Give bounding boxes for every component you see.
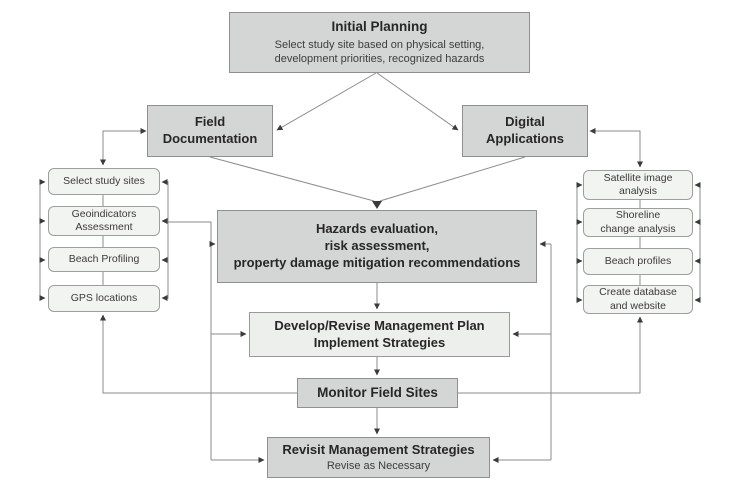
task-select-study-sites: Select study sites xyxy=(48,168,160,195)
initial-planning-subtitle: Select study site based on physical sett… xyxy=(274,38,485,66)
task-create-database-website: Create database and website xyxy=(583,285,693,314)
feedback-monitor-to-digital-tasks xyxy=(458,316,643,394)
task-shoreline-change-analysis: Shoreline change analysis xyxy=(583,208,693,237)
node-hazards-evaluation: Hazards evaluation, risk assessment, pro… xyxy=(217,210,537,283)
arrow-planning-to-field xyxy=(276,72,377,131)
develop-plan-title: Develop/Revise Management Plan Implement… xyxy=(274,317,485,350)
revisit-strategies-subtitle: Revise as Necessary xyxy=(326,459,431,472)
revisit-strategies-title: Revisit Management Strategies xyxy=(282,441,475,457)
left-distribution-rail xyxy=(168,221,212,460)
task-beach-profiling: Beach Profiling xyxy=(48,247,160,272)
digital-applications-title: Digital Applications xyxy=(485,114,564,146)
arrowhead-into-hazards-top xyxy=(372,201,382,209)
node-digital-applications: Digital Applications xyxy=(462,105,588,157)
node-field-documentation: Field Documentation xyxy=(147,105,273,157)
arrow-planning-to-digital xyxy=(376,72,459,131)
node-initial-planning: Initial Planning Select study site based… xyxy=(229,12,530,73)
connectors xyxy=(39,72,701,463)
arrow-field-select-link xyxy=(100,128,147,166)
node-develop-plan: Develop/Revise Management Plan Implement… xyxy=(249,312,510,357)
node-monitor-field-sites: Monitor Field Sites xyxy=(297,378,458,408)
node-revisit-strategies: Revisit Management Strategies Revise as … xyxy=(267,437,490,478)
task-beach-profiles: Beach profiles xyxy=(583,248,693,275)
line-field-to-hazards xyxy=(209,156,375,202)
arrow-digital-satellite-link xyxy=(589,128,643,168)
initial-planning-title: Initial Planning xyxy=(331,19,428,35)
feedback-monitor-to-field-tasks xyxy=(100,314,297,394)
hazards-evaluation-title: Hazards evaluation, risk assessment, pro… xyxy=(233,221,521,270)
monitor-field-sites-title: Monitor Field Sites xyxy=(317,385,438,401)
task-satellite-image-analysis: Satellite image analysis xyxy=(583,170,693,200)
task-gps-locations: GPS locations xyxy=(48,285,160,312)
field-documentation-title: Field Documentation xyxy=(162,114,258,146)
line-digital-to-hazards xyxy=(379,156,526,202)
task-geoindicators-assessment: Geoindicators Assessment xyxy=(48,206,160,236)
